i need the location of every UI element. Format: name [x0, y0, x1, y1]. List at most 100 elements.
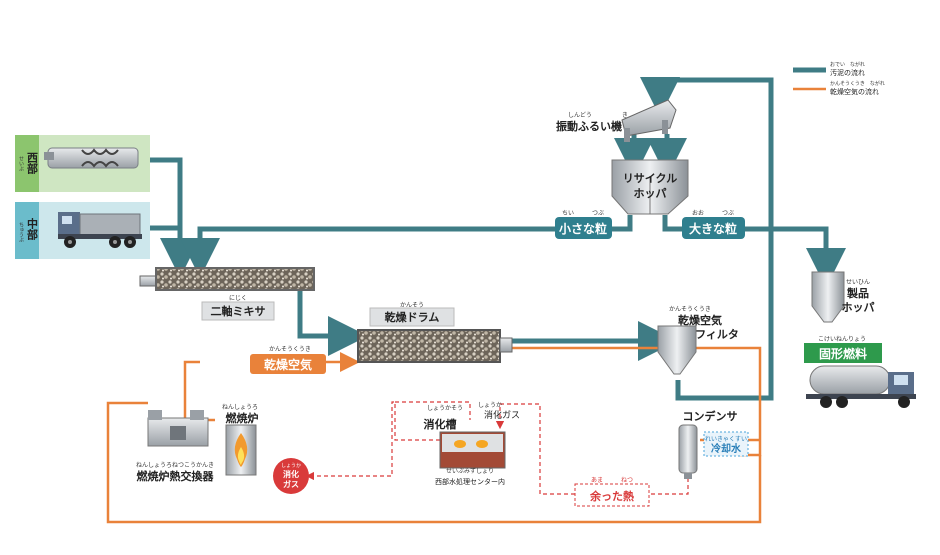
- product-label-2: ホッパ: [842, 301, 875, 314]
- product-hopper: せいひん 製品 ホッパ: [811, 271, 875, 323]
- dryer-drum: かんそう 乾燥ドラム: [357, 302, 513, 363]
- gas-bubble-2: [476, 440, 488, 448]
- condenser-heat-out: [650, 478, 689, 495]
- furnace-heat-exchanger: ねんしょうろねつこうかんき 燃焼炉熱交換器: [136, 410, 215, 483]
- screen-leg-1: [624, 128, 630, 142]
- mixer-label: 二軸ミキサ: [211, 304, 266, 318]
- mixer-label-box: [201, 301, 275, 321]
- dryer-ruby: かんそう: [400, 302, 424, 309]
- air-filter-return: [505, 346, 762, 457]
- air-bottom-loop: [106, 401, 762, 524]
- digester-gas-label: 消化ガス: [484, 409, 520, 421]
- source-central: 中部 ちゅうぶ: [15, 202, 150, 259]
- legend: おでい ながれ 汚泥の流れ かんそうくうき ながれ 乾燥空気の流れ: [793, 61, 885, 96]
- mixer-ruby: にじく: [229, 295, 247, 302]
- gas-bubble-1: [454, 440, 466, 448]
- hopper-large-outlet: [662, 215, 682, 232]
- legend-air-ruby: かんそうくうき ながれ: [830, 80, 885, 87]
- gas-badge-label-2: ガス: [283, 479, 299, 489]
- central-ruby: ちゅうぶ: [18, 222, 24, 242]
- digestion-gas-badge: しょうか 消化 ガス: [273, 458, 309, 494]
- large-grain-badge: おお つぶ 大きな粒: [682, 210, 745, 239]
- fuel-ruby: こけいねんりょう: [818, 336, 866, 343]
- mixer-to-dryer-flow: [297, 290, 368, 356]
- exchanger-cap-2: [190, 410, 204, 420]
- coolant-label: 冷却水: [711, 442, 742, 455]
- exchanger-ruby: ねんしょうろねつこうかんき: [136, 462, 214, 469]
- digester-gas-ruby: しょうか: [478, 402, 502, 409]
- bagfilter-body: [657, 325, 697, 375]
- west-tab: [15, 135, 39, 192]
- central-tab: [15, 202, 39, 259]
- screen-leg-2: [662, 120, 668, 134]
- gas-badge-ruby: しょうか: [281, 462, 301, 469]
- center-label: 西部水処理センター内: [435, 477, 505, 486]
- heat-box: [574, 483, 650, 507]
- fuel-label: 固形燃料: [819, 346, 867, 361]
- sludge-flow-lines: [150, 77, 846, 401]
- digester: しょうかそう 消化槽 しょうか 消化ガス せいぶみずしょり 西部水処理センター内: [424, 402, 521, 486]
- large-grain-ruby: おお つぶ: [692, 210, 734, 217]
- surplus-heat-badge: あま ねつ 余った熱: [574, 477, 650, 507]
- fuel-box: [804, 343, 882, 363]
- vibrating-screen: しんどう き 振動ふるい機: [556, 99, 677, 142]
- legend-sludge-label: 汚泥の流れ: [830, 68, 865, 77]
- digester-ruby: しょうかそう: [427, 405, 463, 412]
- digester-headspace: [442, 434, 503, 452]
- screen-ruby: しんどう き: [568, 111, 628, 119]
- gas-to-furnace-flow: [305, 401, 440, 481]
- recycle-hopper-label-2: ホッパ: [634, 187, 667, 200]
- screen-label: 振動ふるい機: [556, 119, 622, 133]
- exchanger-body: [147, 417, 209, 447]
- twin-shaft-mixer: にじく 二軸ミキサ: [139, 267, 315, 321]
- gas-circle: [273, 458, 309, 494]
- bagfilter-ruby: かんそうくうき: [669, 306, 711, 313]
- surplus-heat-to-digester: [495, 403, 575, 495]
- furnace: ねんしょうろ 燃焼炉: [222, 404, 259, 476]
- gas-collector: [395, 401, 471, 420]
- recycle-hopper: リサイクル ホッパ: [611, 159, 689, 215]
- small-grain-ruby: ちい つぶ: [562, 210, 604, 217]
- large-grain-box: [682, 217, 745, 239]
- coolant-box: [703, 431, 749, 457]
- mixer-body: [155, 267, 315, 291]
- product-label-1: 製品: [846, 286, 869, 300]
- air-badge-label: 乾燥空気: [264, 357, 312, 372]
- dump-truck-icon: [58, 212, 142, 248]
- condenser: コンデンサ: [678, 409, 738, 479]
- condenser-label: コンデンサ: [683, 409, 738, 423]
- screw-conveyor-icon: [44, 147, 139, 169]
- recycle-hopper-label-1: リサイクル: [623, 172, 677, 185]
- exchanger-label: 燃焼炉熱交換器: [136, 469, 215, 483]
- air-badge-ruby: かんそうくうき: [269, 346, 311, 353]
- hopper-small-outlet: [612, 215, 633, 232]
- heat-label: 余った熱: [589, 489, 634, 503]
- small-grain-return-flow: [180, 226, 555, 278]
- west-ruby: せいぶ: [18, 156, 24, 171]
- small-grain-box: [555, 217, 612, 239]
- exchanger-cap-1: [148, 410, 162, 420]
- gas-badge-label-1: 消化: [283, 469, 299, 479]
- west-to-mixer-flow: [150, 157, 200, 278]
- coolant-ruby: れいきゃくすい: [705, 436, 747, 443]
- large-grain-to-product-flow: [745, 226, 846, 288]
- bag-filter: かんそうくうき 乾燥空気 バグフィルタ: [657, 306, 739, 375]
- tanker-truck-icon: [806, 365, 916, 408]
- furnace-label: 燃焼炉: [225, 411, 259, 425]
- heat-ruby: あま ねつ: [591, 477, 633, 484]
- dryer-label-box: [369, 307, 455, 327]
- air-badge-box: [250, 354, 326, 374]
- small-grain-label: 小さな粒: [559, 221, 607, 236]
- source-west: 西部 せいぶ: [15, 135, 150, 192]
- flame-core-icon: [237, 447, 245, 465]
- small-grain-badge: ちい つぶ 小さな粒: [555, 210, 612, 239]
- dryer-label: 乾燥ドラム: [385, 310, 440, 324]
- exchanger-core: [170, 426, 186, 440]
- furnace-ruby: ねんしょうろ: [222, 404, 258, 411]
- digester-label: 消化槽: [424, 417, 457, 431]
- coolant-badge: れいきゃくすい 冷却水: [703, 431, 749, 457]
- condenser-body: [678, 424, 698, 474]
- west-label: 西部: [26, 152, 39, 175]
